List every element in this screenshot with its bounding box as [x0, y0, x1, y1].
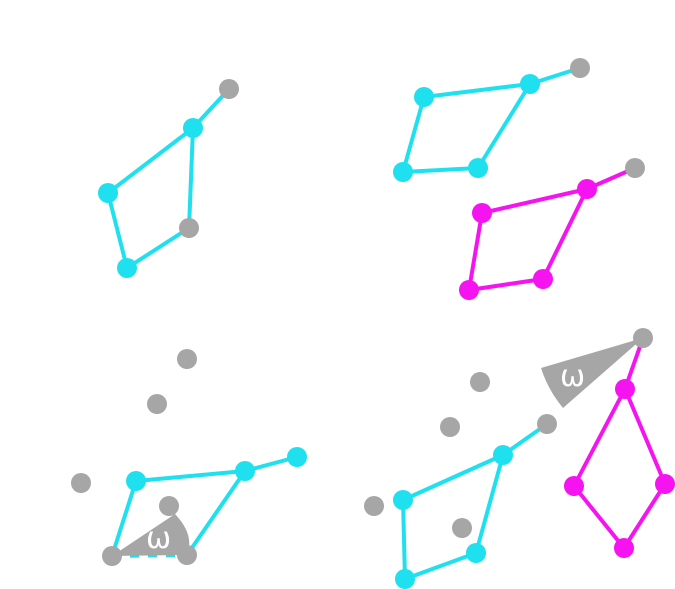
- edge: [623, 388, 667, 485]
- edge: [572, 388, 627, 487]
- angle-wedge: ω: [112, 514, 190, 556]
- edge: [401, 499, 407, 580]
- gray-node: [147, 394, 167, 414]
- cyan-quadrilateral: [401, 66, 581, 174]
- magenta-node: [615, 379, 635, 399]
- cyan-node: [117, 258, 137, 278]
- magenta-node: [614, 538, 634, 558]
- edge: [476, 82, 532, 170]
- gray-node: [440, 417, 460, 437]
- edge: [110, 480, 138, 557]
- angle-wedge-shape: [112, 514, 190, 556]
- edge: [402, 166, 479, 174]
- cyan-node: [466, 543, 486, 563]
- magenta-node: [459, 280, 479, 300]
- panel-top-right: [393, 58, 645, 300]
- edge: [106, 126, 195, 195]
- cyan-node: [126, 471, 146, 491]
- gray-node: [570, 58, 590, 78]
- cyan-node: [520, 74, 540, 94]
- edge: [401, 96, 426, 173]
- cyan-node: [183, 118, 203, 138]
- gray-node: [537, 414, 557, 434]
- magenta-node: [577, 179, 597, 199]
- edge: [481, 187, 588, 215]
- omega-label: ω: [146, 521, 171, 556]
- edge: [423, 82, 531, 99]
- edge: [187, 127, 195, 229]
- cyan-node: [393, 490, 413, 510]
- gray-node: [625, 158, 645, 178]
- edge: [185, 469, 247, 557]
- cyan-node: [493, 445, 513, 465]
- magenta-node: [533, 269, 553, 289]
- magenta-node: [472, 203, 492, 223]
- gray-node: [159, 496, 179, 516]
- magenta-quadrilateral: [467, 166, 636, 292]
- angle-wedge-shape: [541, 338, 643, 408]
- cyan-node: [414, 87, 434, 107]
- gray-node: [177, 545, 197, 565]
- cyan-node: [287, 447, 307, 467]
- cyan-node: [393, 162, 413, 182]
- edge: [474, 454, 505, 554]
- gray-node: [219, 79, 239, 99]
- edge: [467, 212, 484, 291]
- gray-node: [452, 518, 472, 538]
- panel-bottom-left: ω: [71, 349, 307, 566]
- panel-bottom-right: ω: [364, 328, 675, 589]
- panel-top-left: [98, 79, 239, 278]
- gray-node: [179, 218, 199, 238]
- edge: [125, 226, 191, 270]
- gray-node: [177, 349, 197, 369]
- edge: [402, 453, 504, 502]
- edge: [106, 192, 129, 269]
- edge: [572, 484, 626, 550]
- gray-node: [470, 372, 490, 392]
- cyan-node: [395, 569, 415, 589]
- edge: [135, 469, 246, 483]
- angle-wedge: ω: [541, 338, 643, 408]
- magenta-node: [655, 474, 675, 494]
- edge: [468, 277, 544, 292]
- gray-node: [71, 473, 91, 493]
- cyan-node: [235, 461, 255, 481]
- gray-node: [633, 328, 653, 348]
- cyan-node: [468, 158, 488, 178]
- gray-node: [102, 546, 122, 566]
- edge: [541, 188, 589, 280]
- omega-label: ω: [560, 359, 585, 394]
- magenta-node: [564, 476, 584, 496]
- edge: [622, 482, 667, 550]
- edge: [404, 551, 477, 581]
- gray-node: [364, 496, 384, 516]
- cyan-node: [98, 183, 118, 203]
- cyan-quadrilateral: [106, 87, 231, 270]
